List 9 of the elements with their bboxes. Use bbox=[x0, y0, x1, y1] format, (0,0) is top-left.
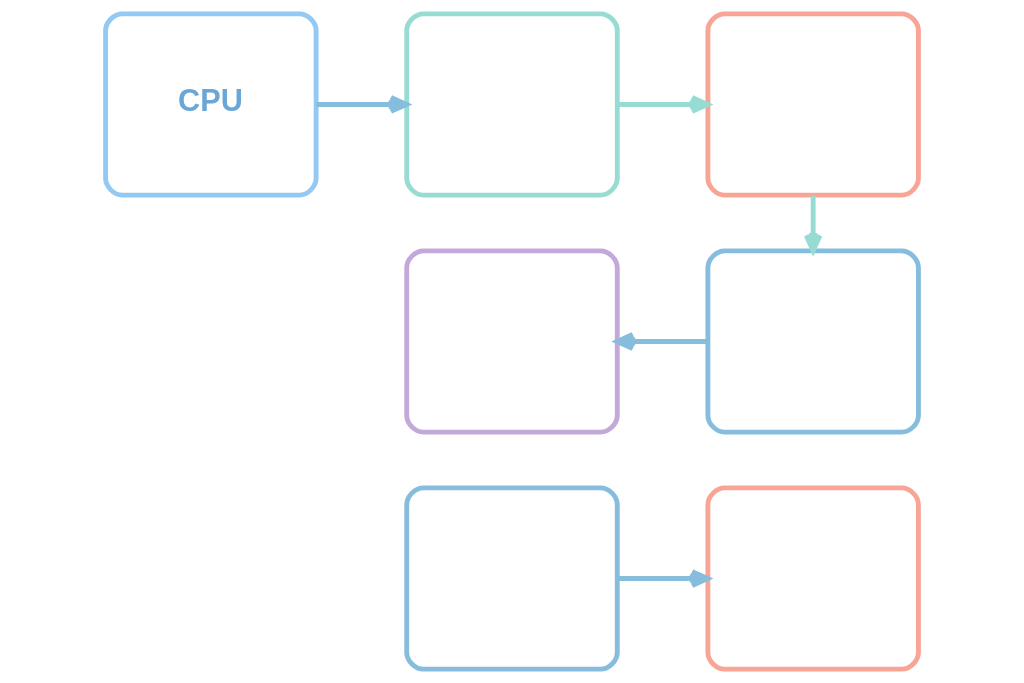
node-box bbox=[705, 248, 921, 435]
node-box bbox=[404, 11, 620, 198]
arrow bbox=[614, 332, 708, 351]
node-box bbox=[404, 485, 620, 672]
node-box: CPU bbox=[103, 11, 319, 198]
arrow bbox=[803, 195, 823, 254]
node-box bbox=[404, 248, 620, 435]
node-box bbox=[705, 11, 921, 198]
node-box bbox=[705, 485, 921, 672]
